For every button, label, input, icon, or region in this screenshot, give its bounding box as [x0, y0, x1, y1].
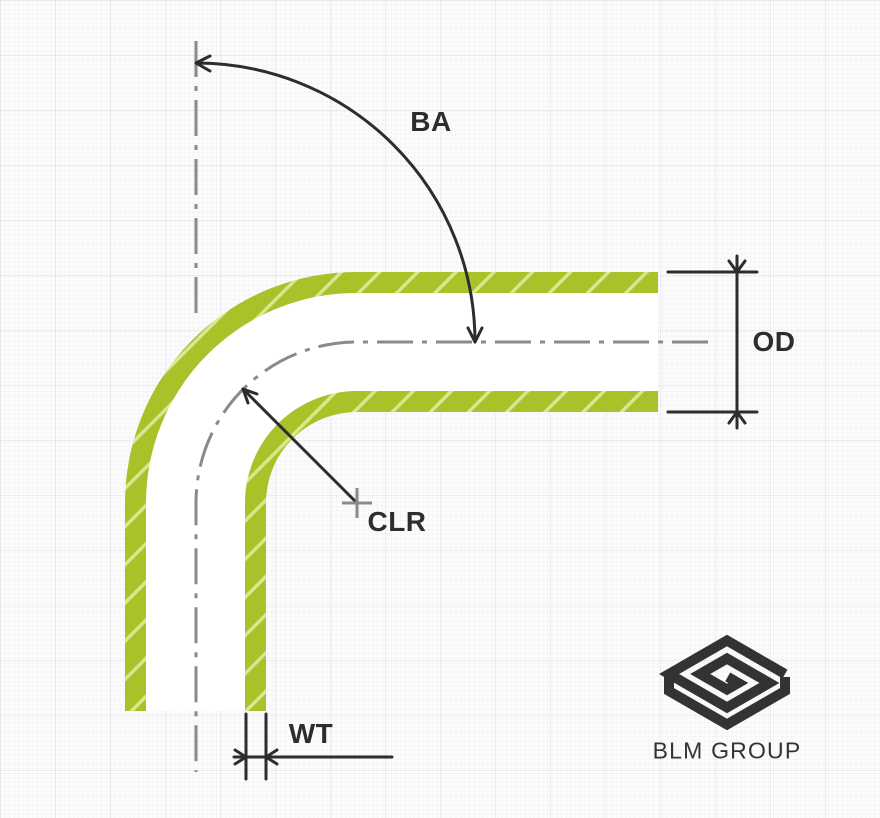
ba-dimension-arc	[194, 61, 477, 344]
clr-arrow	[241, 387, 259, 405]
label-centerline-radius: CLR	[367, 506, 427, 537]
label-wall-thickness: WT	[288, 718, 334, 749]
ba-arrow-start	[194, 54, 212, 73]
logo-text: BLM GROUP	[652, 737, 802, 764]
logo-spiral	[669, 641, 785, 708]
label-bend-angle: BA	[410, 106, 452, 137]
tube-inner-wall	[245, 391, 658, 711]
tube-outer-wall	[125, 271, 658, 711]
logo-base-fold	[664, 677, 790, 731]
clr-leader-line	[241, 387, 359, 505]
od-arrow-top	[727, 259, 747, 274]
bend-center-cross	[342, 488, 372, 518]
ba-arrow-end	[466, 326, 484, 344]
wt-arrow-left	[233, 748, 248, 766]
od-arrow-bottom	[727, 410, 747, 425]
dimensions	[194, 54, 759, 781]
blm-logo-mark	[664, 641, 790, 731]
wt-arrow-right	[264, 748, 279, 766]
label-outside-diameter: OD	[752, 326, 796, 357]
tube	[125, 271, 658, 711]
